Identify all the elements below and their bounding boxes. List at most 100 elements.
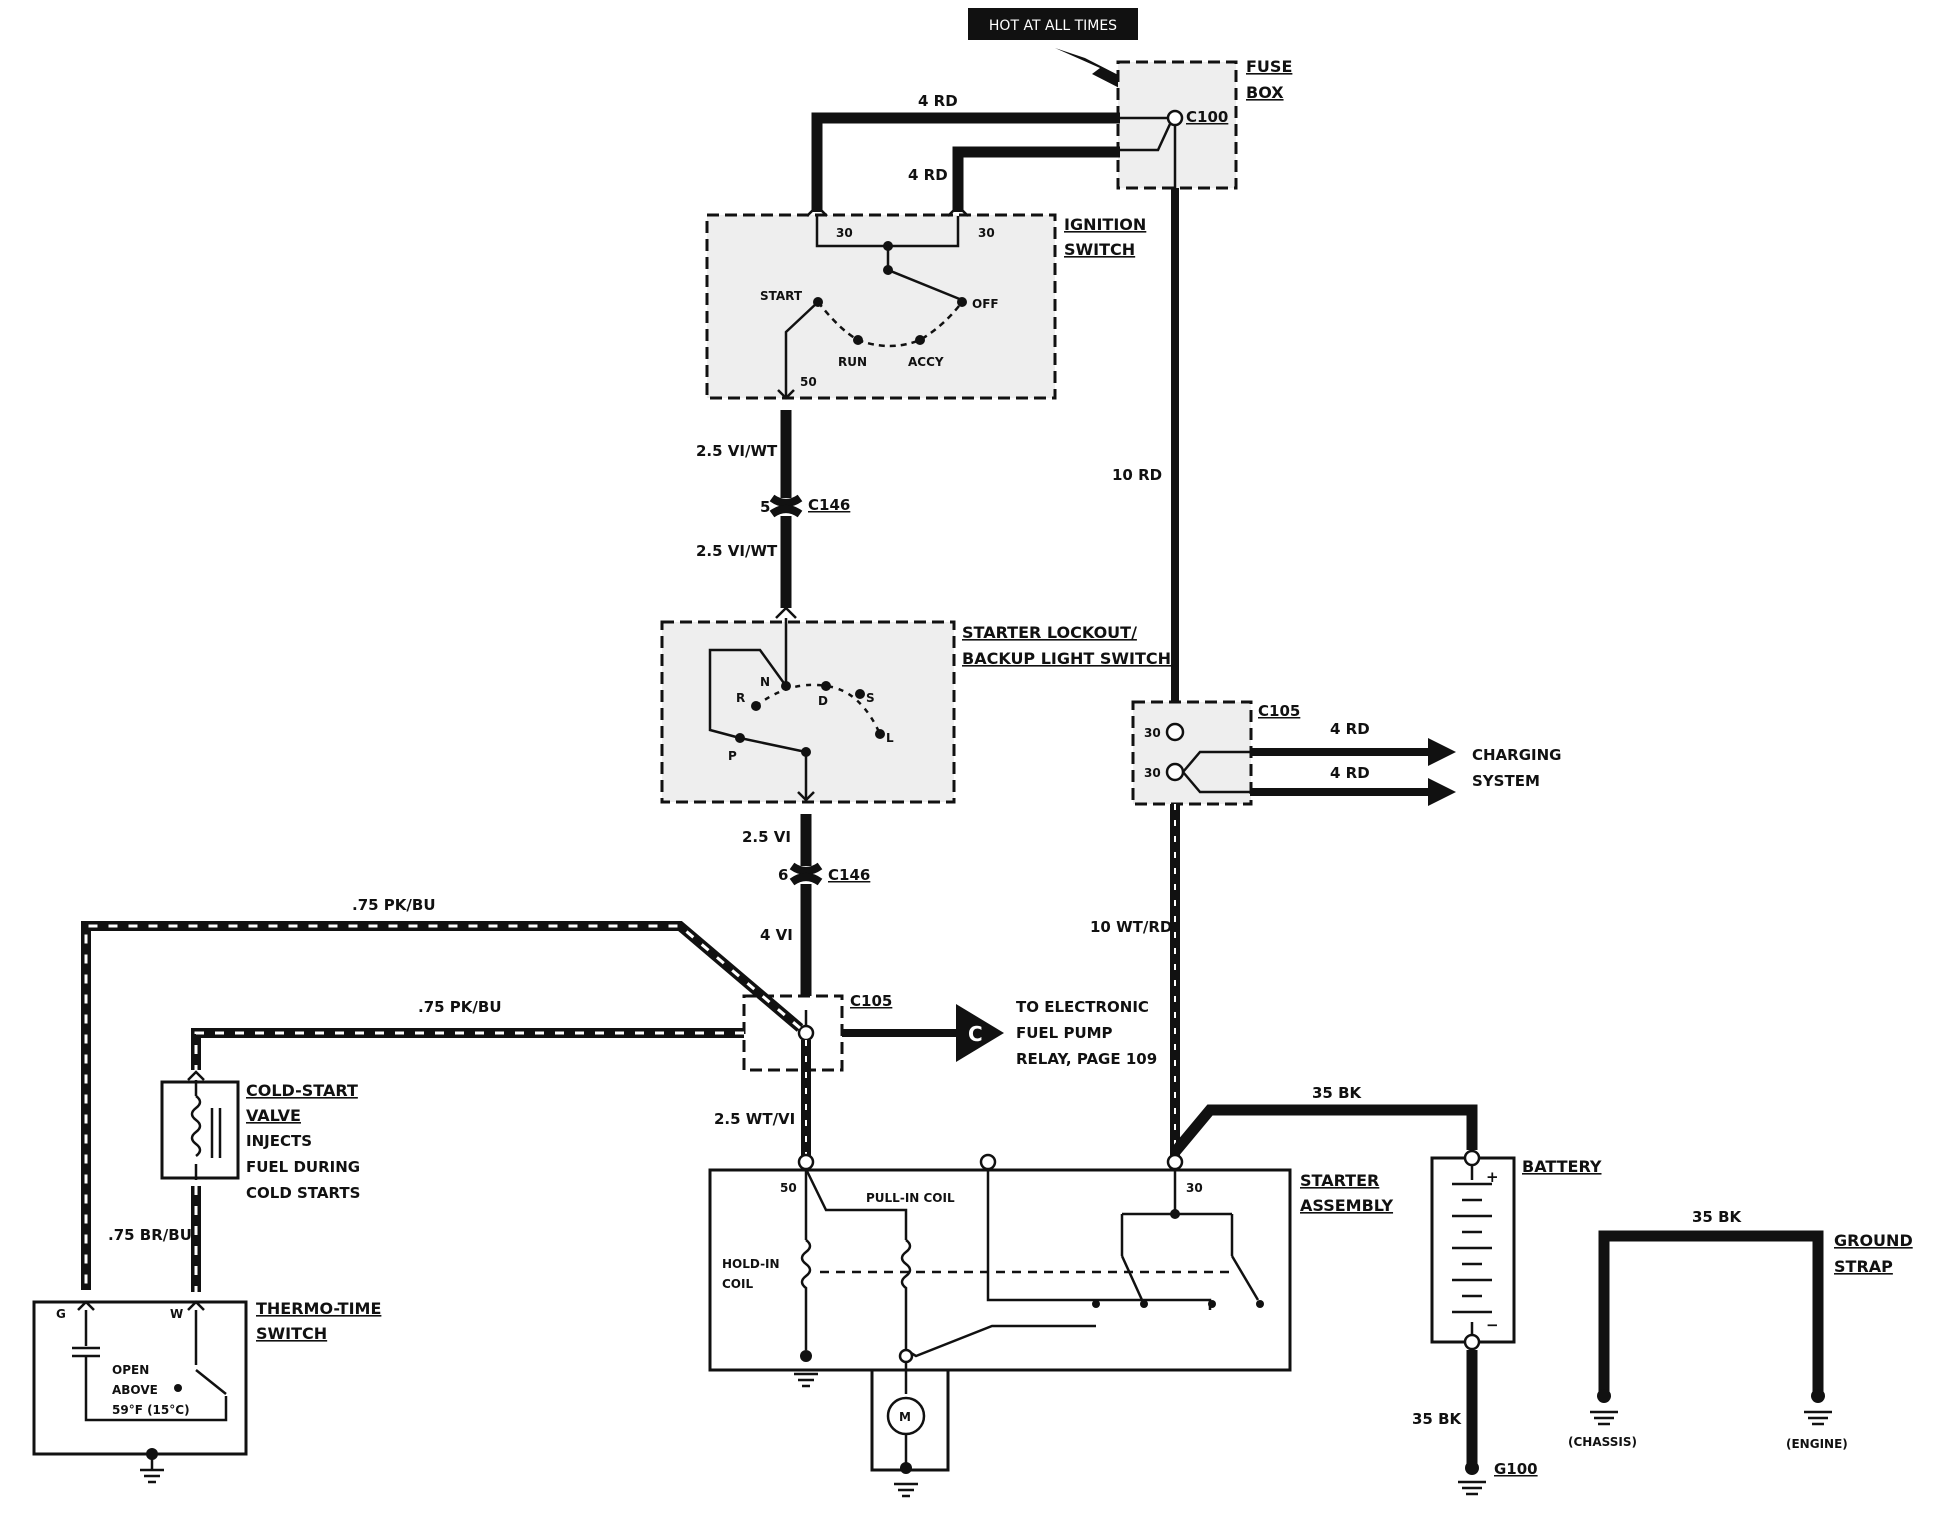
svg-text:(ENGINE): (ENGINE) <box>1786 1437 1848 1451</box>
svg-text:IGNITION: IGNITION <box>1064 215 1146 234</box>
svg-text:.75 PK/BU: .75 PK/BU <box>418 998 502 1016</box>
svg-text:STARTER: STARTER <box>1300 1171 1379 1190</box>
svg-text:BACKUP LIGHT SWITCH: BACKUP LIGHT SWITCH <box>962 649 1171 668</box>
svg-text:P: P <box>728 749 737 763</box>
svg-text:C100: C100 <box>1186 108 1228 126</box>
svg-text:OFF: OFF <box>972 297 999 311</box>
svg-text:+: + <box>1486 1168 1499 1186</box>
svg-text:4 VI: 4 VI <box>760 926 793 944</box>
ground-strap: 35 BK GROUND STRAP (CHASSIS) (ENGINE) <box>1568 1208 1913 1451</box>
svg-text:59°F (15°C): 59°F (15°C) <box>112 1403 190 1417</box>
svg-text:COLD-START: COLD-START <box>246 1081 358 1100</box>
svg-text:6: 6 <box>778 866 788 884</box>
svg-text:35 BK: 35 BK <box>1692 1208 1743 1226</box>
svg-text:INJECTS: INJECTS <box>246 1132 312 1150</box>
c146-upper-connector: 5 C146 <box>760 494 850 518</box>
svg-text:OPEN: OPEN <box>112 1363 149 1377</box>
svg-text:.75 BR/BU: .75 BR/BU <box>108 1226 192 1244</box>
svg-text:ABOVE: ABOVE <box>112 1383 158 1397</box>
ignition-switch: IGNITION SWITCH 30 30 OFF START RUN ACCY… <box>705 204 1146 400</box>
svg-text:C146: C146 <box>828 866 870 884</box>
fuse-box: FUSE BOX C100 <box>1116 57 1292 190</box>
starter-motor: M <box>870 1362 950 1498</box>
c100-terminal <box>1166 109 1184 127</box>
svg-text:RUN: RUN <box>838 355 867 369</box>
svg-text:N: N <box>760 675 770 689</box>
battery: BATTERY + − <box>1430 1149 1602 1351</box>
svg-text:FUEL DURING: FUEL DURING <box>246 1158 360 1176</box>
svg-text:D: D <box>818 694 828 708</box>
svg-text:L: L <box>886 731 894 745</box>
svg-text:PULL-IN COIL: PULL-IN COIL <box>866 1191 955 1205</box>
svg-text:HOLD-IN: HOLD-IN <box>722 1257 780 1271</box>
wire-fuse-to-ign-a <box>811 112 1120 212</box>
wire-to-thermo-g <box>81 921 804 1290</box>
svg-text:2.5 VI/WT: 2.5 VI/WT <box>696 542 778 560</box>
svg-text:30: 30 <box>1144 726 1161 740</box>
svg-text:30: 30 <box>836 226 853 240</box>
svg-text:THERMO-TIME: THERMO-TIME <box>256 1299 381 1318</box>
svg-text:STRAP: STRAP <box>1834 1257 1893 1276</box>
ground-g100: G100 <box>1458 1460 1538 1496</box>
svg-text:10 WT/RD: 10 WT/RD <box>1090 918 1172 936</box>
svg-text:TO ELECTRONIC: TO ELECTRONIC <box>1016 998 1149 1016</box>
svg-text:C146: C146 <box>808 496 850 514</box>
svg-text:30: 30 <box>978 226 995 240</box>
svg-text:4 RD: 4 RD <box>1330 720 1370 738</box>
fuel-pump-relay-arrow <box>956 1004 1004 1062</box>
svg-text:ASSEMBLY: ASSEMBLY <box>1300 1196 1393 1215</box>
starter-assembly: STARTER ASSEMBLY 50 30 PULL-IN COIL HOLD… <box>708 1153 1393 1388</box>
svg-text:−: − <box>1486 1316 1499 1334</box>
svg-text:4 RD: 4 RD <box>1330 764 1370 782</box>
wire-to-cold-start <box>191 1028 744 1070</box>
wire-starter-to-battery <box>1170 1104 1478 1156</box>
svg-text:SWITCH: SWITCH <box>1064 240 1135 259</box>
c105-right-connector: C105 30 30 <box>1131 700 1300 806</box>
svg-text:FUSE: FUSE <box>1246 57 1292 76</box>
svg-text:2.5 VI: 2.5 VI <box>742 828 791 846</box>
svg-text:RELAY, PAGE 109: RELAY, PAGE 109 <box>1016 1050 1157 1068</box>
charging-system-label: CHARGING <box>1472 746 1561 764</box>
hot-at-all-times-banner: HOT AT ALL TIMES <box>968 8 1138 40</box>
svg-text:COLD STARTS: COLD STARTS <box>246 1184 360 1202</box>
svg-text:ACCY: ACCY <box>908 355 944 369</box>
svg-text:S: S <box>866 691 875 705</box>
svg-text:C105: C105 <box>1258 702 1300 720</box>
svg-text:BOX: BOX <box>1246 83 1284 102</box>
cold-start-valve: COLD-START VALVE INJECTS FUEL DURING COL… <box>160 1070 360 1202</box>
svg-text:GROUND: GROUND <box>1834 1231 1913 1250</box>
svg-text:4 RD: 4 RD <box>918 92 958 110</box>
svg-text:35 BK: 35 BK <box>1412 1410 1463 1428</box>
svg-text:FUEL PUMP: FUEL PUMP <box>1016 1024 1113 1042</box>
svg-text:C105: C105 <box>850 992 892 1010</box>
svg-text:SWITCH: SWITCH <box>256 1324 327 1343</box>
svg-text:10 RD: 10 RD <box>1112 466 1162 484</box>
svg-text:R: R <box>736 691 745 705</box>
svg-text:5: 5 <box>760 498 770 516</box>
svg-text:STARTER LOCKOUT/: STARTER LOCKOUT/ <box>962 623 1137 642</box>
svg-text:C: C <box>968 1022 983 1046</box>
c146-lower-connector: 6 C146 <box>778 862 870 886</box>
starter-lockout-switch: STARTER LOCKOUT/ BACKUP LIGHT SWITCH N R… <box>660 606 1171 804</box>
svg-text:G: G <box>56 1307 66 1321</box>
svg-text:.75 PK/BU: .75 PK/BU <box>352 896 436 914</box>
svg-text:2.5 WT/VI: 2.5 WT/VI <box>714 1110 795 1128</box>
svg-text:W: W <box>170 1307 183 1321</box>
svg-text:M: M <box>899 1410 911 1424</box>
svg-text:G100: G100 <box>1494 1460 1538 1478</box>
svg-text:(CHASSIS): (CHASSIS) <box>1568 1435 1637 1449</box>
svg-text:4 RD: 4 RD <box>908 166 948 184</box>
wire-fuse-to-ign-b <box>952 146 1120 212</box>
svg-text:50: 50 <box>800 375 817 389</box>
svg-text:2.5 VI/WT: 2.5 VI/WT <box>696 442 778 460</box>
thermo-time-switch: THERMO-TIME SWITCH G W OPEN ABOVE 59°F (… <box>32 1299 381 1484</box>
svg-text:30: 30 <box>1144 766 1161 780</box>
hot-lightning-icon <box>1055 48 1135 96</box>
svg-text:BATTERY: BATTERY <box>1522 1157 1602 1176</box>
svg-text:COIL: COIL <box>722 1277 753 1291</box>
svg-text:START: START <box>760 289 803 303</box>
svg-text:VALVE: VALVE <box>246 1106 301 1125</box>
svg-text:35 BK: 35 BK <box>1312 1084 1363 1102</box>
svg-text:SYSTEM: SYSTEM <box>1472 772 1540 790</box>
